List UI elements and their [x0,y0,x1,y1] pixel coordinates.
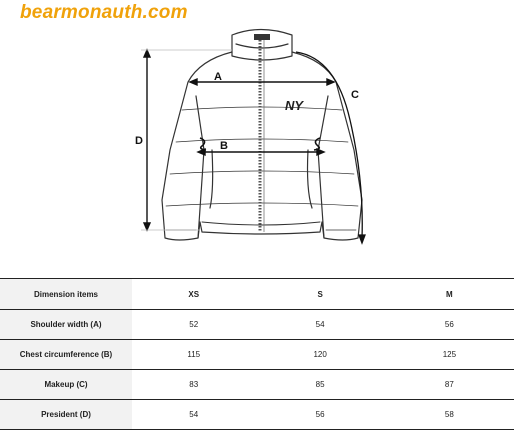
table-header-row: Dimension items XS S M [0,278,514,310]
table-header-cell: Dimension items [0,278,132,310]
measure-c-arrow [295,51,366,245]
table-cell: 52 [132,309,256,340]
table-cell: 83 [132,369,256,400]
measure-d-label: D [135,135,143,147]
measure-c-label: C [351,89,359,101]
row-label: Chest circumference (B) [0,339,132,370]
table-cell: 54 [255,309,385,340]
jacket-collar [231,28,293,61]
table-cell: 54 [132,399,256,430]
row-label: Makeup (C) [0,369,132,400]
table-cell: 120 [255,339,385,370]
table-cell: 115 [132,339,256,370]
table-header-cell: M [384,278,514,310]
table-row: Shoulder width (A) 52 54 56 [0,309,514,340]
watermark-text: bearmonauth.com [20,2,188,23]
table-cell: 58 [384,399,514,430]
jacket-body-outline [161,51,363,241]
table-row: Makeup (C) 83 85 87 [0,369,514,400]
measure-b-label: B [220,140,228,152]
measure-a-arrow [188,77,336,87]
table-header-cell: S [255,278,385,310]
row-label: President (D) [0,399,132,430]
measure-b-arrow [196,137,326,157]
table-cell: 85 [255,369,385,400]
table-header-cell: XS [132,278,256,310]
table-row: President (D) 54 56 58 [0,399,514,430]
measure-d-arrow [141,48,232,232]
table-cell: 125 [384,339,514,370]
table-cell: 56 [255,399,385,430]
jacket-measurement-diagram: NY A B C D [135,28,366,245]
measure-a-label: A [214,71,222,83]
jacket-logo: NY [285,98,304,113]
table-cell: 87 [384,369,514,400]
row-label: Shoulder width (A) [0,309,132,340]
size-chart-table: Dimension items XS S M Shoulder width (A… [0,278,514,430]
table-row: Chest circumference (B) 115 120 125 [0,339,514,370]
table-cell: 56 [384,309,514,340]
